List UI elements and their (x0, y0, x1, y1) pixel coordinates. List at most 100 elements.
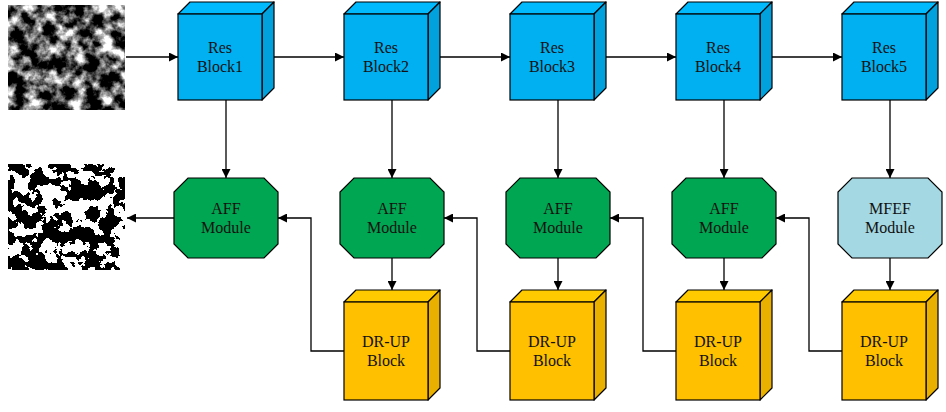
input-image (8, 5, 125, 110)
cube-side (926, 290, 938, 400)
cube-front (344, 14, 428, 100)
input-arrow (126, 56, 178, 57)
cube-side (926, 2, 938, 100)
block-label: AFF Module (693, 199, 755, 237)
block-label: AFF Module (195, 199, 257, 237)
connector-arrow (444, 218, 510, 351)
text-area: AFF Module (184, 182, 268, 254)
connector-arrow (391, 100, 392, 178)
block-label: DR-UP Block (521, 332, 583, 370)
shape-outline (672, 178, 776, 258)
connector-arrow (440, 56, 510, 57)
res-block: Res Block1 (178, 2, 274, 100)
connector-arrow (776, 218, 842, 351)
output-arrow (127, 217, 174, 218)
res-block: Res Block4 (676, 2, 772, 100)
connector-arrow (557, 258, 558, 290)
mfef-module: MFEF Module (838, 178, 942, 258)
connector-arrow (610, 218, 676, 351)
cube-front (178, 14, 262, 100)
cube-side (594, 290, 606, 400)
cube-top (344, 290, 440, 302)
cube-front (344, 302, 428, 400)
aff-module: AFF Module (174, 178, 278, 258)
text-area: DR-UP Block (510, 302, 594, 400)
output-mask (8, 164, 125, 270)
cube-front (842, 14, 926, 100)
cube-side (594, 2, 606, 100)
text-area: MFEF Module (848, 182, 932, 254)
text-area: DR-UP Block (676, 302, 760, 400)
cube-top (510, 290, 606, 302)
connector-arrow (225, 100, 226, 178)
cube-front (510, 14, 594, 100)
cube-top (676, 2, 772, 14)
block-label: AFF Module (527, 199, 589, 237)
cube-top (344, 2, 440, 14)
res-block: Res Block3 (510, 2, 606, 100)
cube-side (760, 2, 772, 100)
block-label: DR-UP Block (853, 332, 915, 370)
cube-side (760, 290, 772, 400)
cube-front (510, 302, 594, 400)
connector-arrow (772, 56, 842, 57)
block-label: AFF Module (361, 199, 423, 237)
shape-outline (506, 178, 610, 258)
connector-arrow (889, 258, 890, 290)
connector-arrow (391, 258, 392, 290)
cube-top (178, 2, 274, 14)
dr-up-block: DR-UP Block (842, 290, 938, 400)
text-area: Res Block5 (842, 14, 926, 100)
connector-arrow (274, 56, 344, 57)
connector-arrow (723, 100, 724, 178)
dr-up-block: DR-UP Block (344, 290, 440, 400)
block-label: Res Block1 (189, 38, 251, 76)
shape-outline (174, 178, 278, 258)
block-label: DR-UP Block (687, 332, 749, 370)
dr-up-block: DR-UP Block (676, 290, 772, 400)
block-label: DR-UP Block (355, 332, 417, 370)
dr-up-block: DR-UP Block (510, 290, 606, 400)
cube-top (842, 2, 938, 14)
text-area: AFF Module (516, 182, 600, 254)
block-label: Res Block4 (687, 38, 749, 76)
octagon (506, 178, 610, 258)
text-area: AFF Module (350, 182, 434, 254)
cube-side (428, 2, 440, 100)
aff-module: AFF Module (506, 178, 610, 258)
cube-top (676, 290, 772, 302)
connector-arrow (557, 100, 558, 178)
shape-outline (340, 178, 444, 258)
connector-arrow (278, 218, 344, 351)
octagon (838, 178, 942, 258)
text-area: AFF Module (682, 182, 766, 254)
octagon (174, 178, 278, 258)
cube-top (842, 290, 938, 302)
block-label: MFEF Module (859, 199, 921, 237)
block-label: Res Block5 (853, 38, 915, 76)
cube-front (676, 302, 760, 400)
connector-arrow (606, 56, 676, 57)
block-label: Res Block3 (521, 38, 583, 76)
res-block: Res Block5 (842, 2, 938, 100)
text-area: DR-UP Block (344, 302, 428, 400)
text-area: DR-UP Block (842, 302, 926, 400)
octagon (672, 178, 776, 258)
text-area: Res Block2 (344, 14, 428, 100)
text-area: Res Block3 (510, 14, 594, 100)
aff-module: AFF Module (340, 178, 444, 258)
text-area: Res Block1 (178, 14, 262, 100)
connector-arrow (723, 258, 724, 290)
shape-outline (838, 178, 942, 258)
cube-side (428, 290, 440, 400)
octagon (340, 178, 444, 258)
aff-module: AFF Module (672, 178, 776, 258)
cube-top (510, 2, 606, 14)
cube-side (262, 2, 274, 100)
cube-front (676, 14, 760, 100)
cube-front (842, 302, 926, 400)
block-label: Res Block2 (355, 38, 417, 76)
